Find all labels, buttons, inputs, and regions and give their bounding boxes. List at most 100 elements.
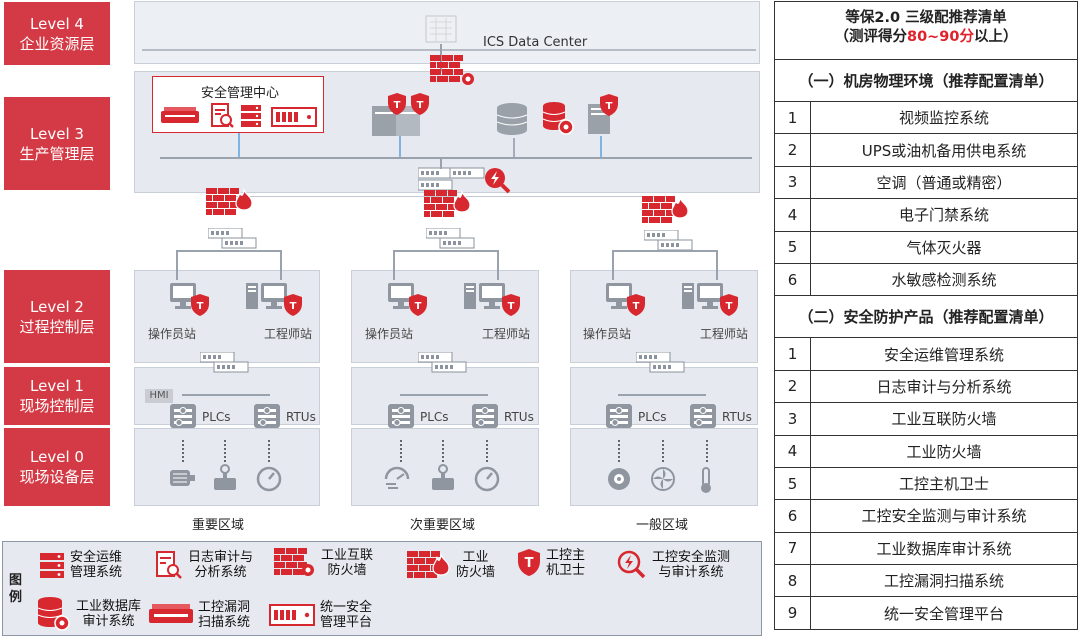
- title-suffix: 以上）: [974, 29, 1018, 45]
- table-title-line2: （测评得分80~90分以上）: [775, 28, 1077, 47]
- table-row-number: 4: [774, 434, 811, 468]
- table-row-number: 6: [774, 499, 811, 533]
- plcs-label: PLCs: [202, 410, 231, 424]
- host-guard-icon: [191, 294, 211, 322]
- zone-3-drop: [716, 250, 718, 280]
- table-row-item: 视频监控系统: [810, 100, 1078, 135]
- field-link: [486, 440, 488, 462]
- db-audit-icon: [542, 101, 576, 141]
- plcs-label: PLCs: [638, 410, 667, 424]
- legend-label: 工控安全监测 与审计系统: [652, 550, 731, 580]
- field-link: [618, 440, 620, 462]
- plc-icon: [169, 403, 198, 434]
- legend-label: 工控主 机卫士: [546, 548, 586, 578]
- table-section-row: （一）机房物理环境（推荐配置清单）: [774, 59, 1078, 102]
- secondary-zone-level-1: [351, 367, 539, 425]
- legend-item-internet-firewall: 工业互联 防火墙: [274, 548, 373, 578]
- legend-item-log-audit: 日志审计与 分析系统: [155, 550, 253, 580]
- ops-icon: [40, 553, 64, 578]
- unified-platform-icon: [269, 604, 315, 626]
- host-guard-icon: T: [518, 549, 540, 576]
- ops-device-icon: [241, 105, 261, 127]
- internet-firewall-icon: [206, 188, 258, 226]
- motor-icon: [168, 466, 196, 494]
- field-link: [442, 440, 444, 462]
- table-row-item: 工业防火墙: [810, 434, 1078, 468]
- flow-meter-icon: [384, 466, 414, 496]
- legend: 图例 安全运维 管理系统 日志审计与 分析系统 工业互联 防火墙 工业 防火墙 …: [2, 541, 762, 636]
- legend-item-monitor-audit: 工控安全监测 与审计系统: [617, 550, 730, 580]
- table-section-header: （一）机房物理环境（推荐配置清单）: [774, 59, 1078, 102]
- table-row-item: 日志审计与分析系统: [810, 369, 1078, 404]
- table-row-number: 1: [774, 337, 811, 371]
- zone-1-drop: [176, 250, 178, 280]
- field-link: [400, 440, 402, 462]
- plc-icon: [387, 403, 416, 434]
- legend-label: 工业互联 防火墙: [321, 548, 374, 578]
- plc-icon: [605, 403, 634, 434]
- db-link: [513, 138, 515, 158]
- secondary-zone-level-0: [351, 428, 539, 506]
- rtu-icon: [689, 403, 718, 434]
- valve-icon: [212, 464, 238, 496]
- legend-label: 日志审计与 分析系统: [188, 550, 254, 580]
- zone-caption-general: 一般区域: [636, 518, 689, 533]
- zone-2-drop: [393, 250, 395, 280]
- industrial-firewall-icon: [407, 551, 450, 578]
- table-row-number: 3: [774, 402, 811, 436]
- fan-icon: [650, 466, 676, 496]
- unified-platform-device-icon: [271, 107, 317, 127]
- legend-title: 图例: [9, 573, 23, 605]
- table-section-row: （二）安全防护产品（推荐配置清单）: [774, 295, 1078, 339]
- log-audit-icon: [156, 551, 182, 579]
- table-row-item: 安全运维管理系统: [810, 337, 1078, 371]
- log-audit-device-icon: [211, 103, 234, 128]
- zone-1-drop: [280, 250, 282, 280]
- ics-data-center-label: ICS Data Center: [483, 35, 588, 50]
- engineer-station-label: 工程师站: [264, 327, 313, 341]
- switch-icon: [643, 229, 694, 256]
- zone-1-bus: [176, 250, 280, 252]
- zone-caption-secondary: 次重要区域: [410, 518, 476, 533]
- rtu-icon: [471, 403, 500, 434]
- gauge-icon: [474, 466, 500, 496]
- legend-item-db-audit: 工业数据库 审计系统: [37, 596, 141, 632]
- zone-3-drop: [612, 250, 614, 280]
- table-row-number: 5: [774, 466, 811, 501]
- table-row-item: 工业互联防火墙: [810, 402, 1078, 436]
- rtus-label: RTUs: [722, 410, 752, 424]
- host-guard-icon: [502, 294, 522, 322]
- host-guard-icon: [388, 93, 408, 121]
- table-row-item: UPS或油机备用供电系统: [810, 133, 1078, 167]
- table-row-number: 9: [774, 596, 811, 630]
- table-row-number: 8: [774, 564, 811, 598]
- table-title: 等保2.0 三级配推荐清单 （测评得分80~90分以上）: [774, 1, 1078, 59]
- monitor-audit-icon: [484, 167, 512, 199]
- legend-label: 工业数据库 审计系统: [76, 599, 142, 629]
- gauge-icon: [256, 466, 282, 496]
- table-row-number: 4: [774, 198, 811, 232]
- internet-firewall-icon: [274, 548, 314, 576]
- legend-label: 统一安全 管理平台: [320, 600, 373, 630]
- distribution-line: [231, 196, 671, 197]
- host-guard-icon: [720, 294, 740, 322]
- server-link: [600, 136, 602, 158]
- zone-2-bus: [393, 250, 497, 252]
- legend-label: 工业 防火墙: [456, 550, 496, 580]
- table-row-number: 2: [774, 369, 811, 404]
- table-row-number: 7: [774, 531, 811, 566]
- field-link: [706, 440, 708, 462]
- svg-text:T: T: [525, 556, 534, 571]
- recommendation-table: 等保2.0 三级配推荐清单 （测评得分80~90分以上） （一）机房物理环境（推…: [774, 1, 1078, 630]
